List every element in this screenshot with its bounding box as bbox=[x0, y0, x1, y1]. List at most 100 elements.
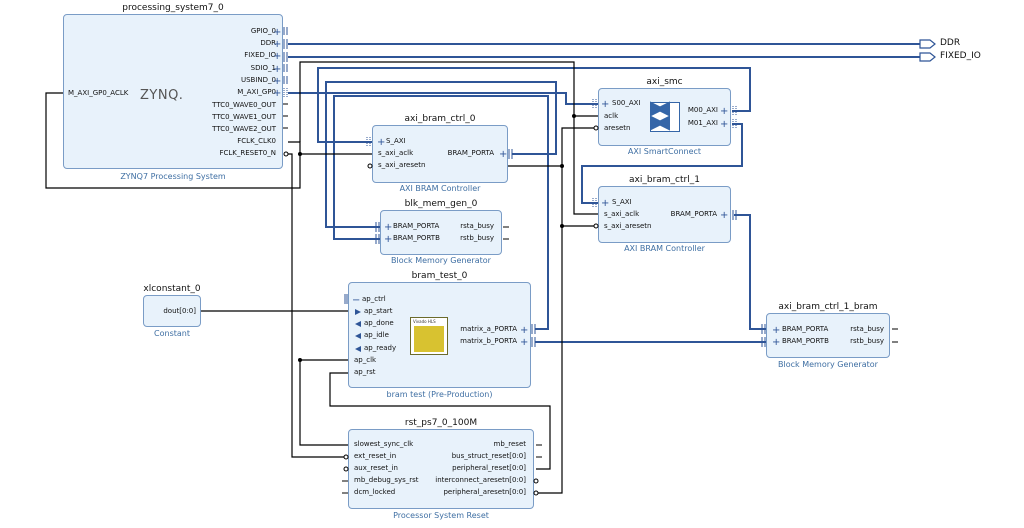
bram-ctrl-0-port-s-axi-aclk[interactable]: s_axi_aclk bbox=[378, 149, 414, 157]
fixed-io-port-arrow bbox=[919, 52, 936, 62]
svg-text:+: + bbox=[384, 234, 392, 245]
rst-port-aux-reset-in[interactable]: aux_reset_in bbox=[354, 464, 398, 472]
wire-ctrl1-porta bbox=[734, 214, 766, 330]
blk-mem-gen-0-port-bram-porta[interactable]: BRAM_PORTA bbox=[393, 222, 440, 230]
bram-test-port-matrix-b[interactable]: matrix_b_PORTA bbox=[460, 337, 517, 345]
bram-ctrl-0-port-bram-porta[interactable]: BRAM_PORTA bbox=[447, 149, 494, 157]
external-port-ddr[interactable]: DDR bbox=[940, 38, 961, 48]
axi-smc-port-m01-axi[interactable]: M01_AXI bbox=[687, 119, 718, 127]
wire-clk-trunk bbox=[299, 61, 598, 215]
svg-text:+: + bbox=[273, 51, 281, 62]
blk-mem-gen-0-port-bram-portb[interactable]: BRAM_PORTB bbox=[393, 234, 440, 242]
ps7-port-m-axi-gp0[interactable]: M_AXI_GP0 bbox=[237, 88, 276, 96]
block-blk-mem-gen-0[interactable] bbox=[380, 210, 502, 255]
rst-port-interconnect-aresetn[interactable]: interconnect_aresetn[0:0] bbox=[435, 476, 526, 484]
axi-smc-port-aclk[interactable]: aclk bbox=[604, 112, 619, 120]
bram-test-port-ap-idle[interactable]: ap_idle bbox=[364, 331, 389, 339]
ps7-port-usbind-0[interactable]: USBIND_0 bbox=[240, 76, 276, 84]
bram-test-subtitle: bram test (Pre-Production) bbox=[386, 390, 493, 399]
axi-smc-port-aresetn[interactable]: aresetn bbox=[604, 124, 631, 132]
axi-smc-port-m00-axi[interactable]: M00_AXI bbox=[687, 106, 718, 114]
blk-mem-gen-0-subtitle: Block Memory Generator bbox=[391, 256, 491, 265]
svg-text:+: + bbox=[601, 99, 609, 110]
rst-port-peripheral-reset[interactable]: peripheral_reset[0:0] bbox=[452, 464, 526, 472]
svg-text:+: + bbox=[377, 137, 385, 148]
ps7-instance-name: processing_system7_0 bbox=[122, 3, 224, 13]
rst-port-bus-struct-reset[interactable]: bus_struct_reset[0:0] bbox=[451, 452, 526, 460]
block-axi-bram-ctrl-0[interactable] bbox=[372, 125, 508, 183]
svg-text:+: + bbox=[273, 88, 281, 99]
ps7-port-m-axi-gp0-aclk[interactable]: M_AXI_GP0_ACLK bbox=[68, 89, 129, 97]
ps7-port-ttc0-wave0[interactable]: TTC0_WAVE0_OUT bbox=[212, 101, 276, 109]
block-processing-system7[interactable] bbox=[63, 14, 283, 169]
ps7-subtitle: ZYNQ7 Processing System bbox=[120, 172, 226, 181]
bram-test-port-ap-ready[interactable]: ap_ready bbox=[364, 344, 397, 352]
xlconstant-instance-name: xlconstant_0 bbox=[143, 284, 201, 294]
bram-1-port-bram-portb[interactable]: BRAM_PORTB bbox=[782, 337, 829, 345]
wire-fclk-clk0 bbox=[45, 92, 301, 189]
ps7-port-ddr[interactable]: DDR bbox=[260, 39, 276, 47]
bram-ctrl-0-port-s-axi[interactable]: S_AXI bbox=[386, 137, 406, 145]
rst-port-dcm-locked[interactable]: dcm_locked bbox=[354, 488, 396, 496]
wire-m01-axi bbox=[581, 123, 743, 204]
ps7-port-fclk-clk0[interactable]: FCLK_CLK0 bbox=[237, 137, 276, 145]
ddr-port-arrow bbox=[919, 39, 936, 49]
bram-ctrl-1-port-s-axi-aclk[interactable]: s_axi_aclk bbox=[604, 210, 640, 218]
rst-port-peripheral-aresetn[interactable]: peripheral_aresetn[0:0] bbox=[443, 488, 526, 496]
svg-text:+: + bbox=[772, 337, 780, 348]
bram-test-port-ap-done[interactable]: ap_done bbox=[364, 319, 394, 327]
wire-fclk-reset bbox=[288, 153, 348, 458]
wire-aresetn-smc bbox=[561, 127, 598, 226]
bram-ctrl-1-port-bram-porta[interactable]: BRAM_PORTA bbox=[670, 210, 717, 218]
bram-ctrl-1-port-s-axi-aresetn[interactable]: s_axi_aresetn bbox=[604, 222, 652, 230]
axi-smc-subtitle: AXI SmartConnect bbox=[627, 147, 702, 156]
xlconstant-subtitle: Constant bbox=[154, 329, 190, 338]
bram-1-port-rstb-busy[interactable]: rstb_busy bbox=[850, 337, 884, 345]
bram-ctrl-0-instance-name: axi_bram_ctrl_0 bbox=[404, 114, 476, 124]
axi-smc-port-s00-axi[interactable]: S00_AXI bbox=[612, 99, 641, 107]
rst-port-ext-reset-in[interactable]: ext_reset_in bbox=[354, 452, 397, 460]
bram-1-port-bram-porta[interactable]: BRAM_PORTA bbox=[782, 325, 829, 333]
bram-test-port-ap-rst[interactable]: ap_rst bbox=[354, 368, 376, 376]
bram-ctrl-0-subtitle: AXI BRAM Controller bbox=[399, 184, 481, 193]
bram-ctrl-1-instance-name: axi_bram_ctrl_1 bbox=[629, 175, 700, 185]
bram-test-port-ap-ctrl[interactable]: ap_ctrl bbox=[362, 295, 386, 303]
svg-text:+: + bbox=[520, 325, 528, 336]
bram-test-port-matrix-a[interactable]: matrix_a_PORTA bbox=[460, 325, 517, 333]
bram-1-port-rsta-busy[interactable]: rsta_busy bbox=[850, 325, 884, 333]
svg-text:+: + bbox=[772, 325, 780, 336]
block-axi-bram-ctrl-1[interactable] bbox=[598, 186, 731, 243]
bram-test-port-ap-start[interactable]: ap_start bbox=[364, 307, 393, 315]
wires bbox=[45, 39, 936, 494]
bram-ctrl-1-port-s-axi[interactable]: S_AXI bbox=[612, 198, 632, 206]
svg-text:+: + bbox=[601, 198, 609, 209]
bram-1-subtitle: Block Memory Generator bbox=[778, 360, 878, 369]
svg-text:+: + bbox=[520, 337, 528, 348]
external-port-fixed-io[interactable]: FIXED_IO bbox=[940, 51, 981, 61]
ps7-port-sdio-1[interactable]: SDIO_1 bbox=[250, 64, 276, 72]
block-processor-system-reset[interactable] bbox=[348, 429, 534, 509]
rst-instance-name: rst_ps7_0_100M bbox=[404, 418, 478, 428]
hls-logo-label: Vivado HLS bbox=[413, 319, 436, 324]
blk-mem-gen-0-port-rsta-busy[interactable]: rsta_busy bbox=[460, 222, 494, 230]
block-xlconstant[interactable] bbox=[143, 295, 201, 327]
blk-mem-gen-0-port-rstb-busy[interactable]: rstb_busy bbox=[460, 234, 494, 242]
rst-port-slowest-sync-clk[interactable]: slowest_sync_clk bbox=[354, 440, 414, 448]
ps7-port-ttc0-wave1[interactable]: TTC0_WAVE1_OUT bbox=[212, 113, 276, 121]
rst-port-mb-reset[interactable]: mb_reset bbox=[493, 440, 527, 448]
ps7-port-fclk-reset0-n[interactable]: FCLK_RESET0_N bbox=[219, 149, 276, 157]
ps7-port-fixed-io[interactable]: FIXED_IO bbox=[244, 51, 276, 59]
svg-text:+: + bbox=[720, 210, 728, 221]
bram-ctrl-0-port-s-axi-aresetn[interactable]: s_axi_aresetn bbox=[378, 161, 426, 169]
ps7-port-ttc0-wave2[interactable]: TTC0_WAVE2_OUT bbox=[212, 125, 276, 133]
block-axi-bram-ctrl-1-bram[interactable] bbox=[766, 313, 890, 358]
bram-test-port-ap-clk[interactable]: ap_clk bbox=[354, 356, 377, 364]
xlconstant-port-dout[interactable]: dout[0:0] bbox=[163, 307, 196, 315]
ps7-port-gpio-0[interactable]: GPIO_0 bbox=[250, 27, 276, 35]
axi-smc-instance-name: axi_smc bbox=[646, 77, 683, 87]
zynq-logo: ZYNQ. bbox=[140, 88, 184, 103]
bram-ctrl-1-subtitle: AXI BRAM Controller bbox=[624, 244, 705, 253]
rst-port-mb-debug-sys-rst[interactable]: mb_debug_sys_rst bbox=[354, 476, 419, 484]
bram-test-instance-name: bram_test_0 bbox=[411, 271, 468, 281]
